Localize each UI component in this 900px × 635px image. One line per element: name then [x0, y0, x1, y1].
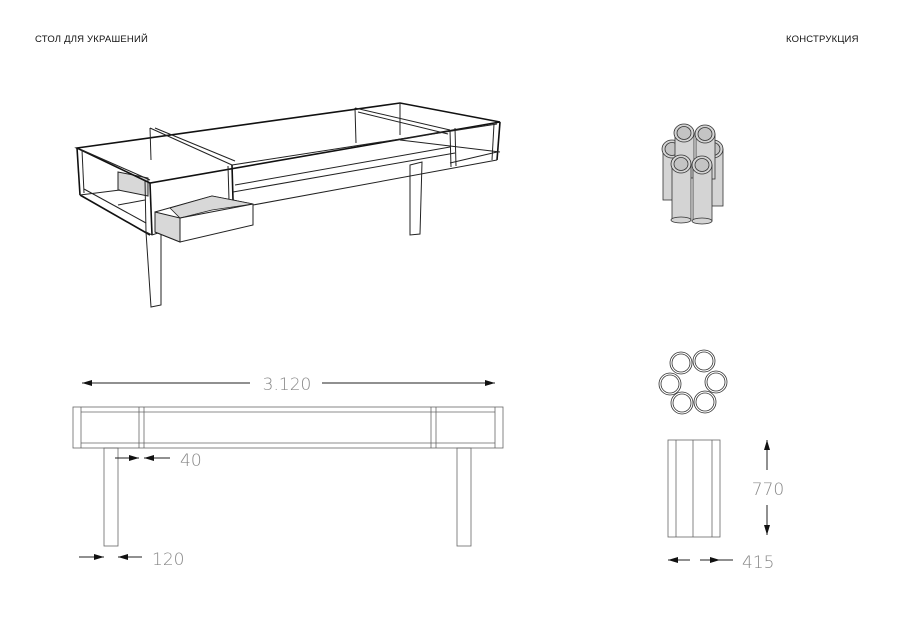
right-leg [456, 447, 472, 547]
height-dimension: 770 [752, 480, 784, 500]
profile-dimension: 40 [180, 451, 202, 471]
leg-dimension: 120 [152, 550, 184, 570]
sheet-title: СТОЛ ДЛЯ УКРАШЕНИЙ [35, 34, 149, 45]
front-left-leg [145, 231, 162, 308]
tube-bundle-top-view [658, 349, 728, 415]
length-dimension: 3.120 [263, 375, 312, 395]
width-dimension: 415 [742, 553, 774, 573]
front-right-leg [409, 161, 423, 236]
tube-bundle-isometric [661, 123, 724, 225]
tube-bundle-front-view: 770 415 [667, 439, 784, 573]
table-isometric-view [74, 102, 501, 308]
section-title: КОНСТРУКЦИЯ [786, 34, 859, 45]
left-leg [103, 447, 119, 547]
table-front-elevation: 3.120 40 120 [72, 375, 504, 570]
